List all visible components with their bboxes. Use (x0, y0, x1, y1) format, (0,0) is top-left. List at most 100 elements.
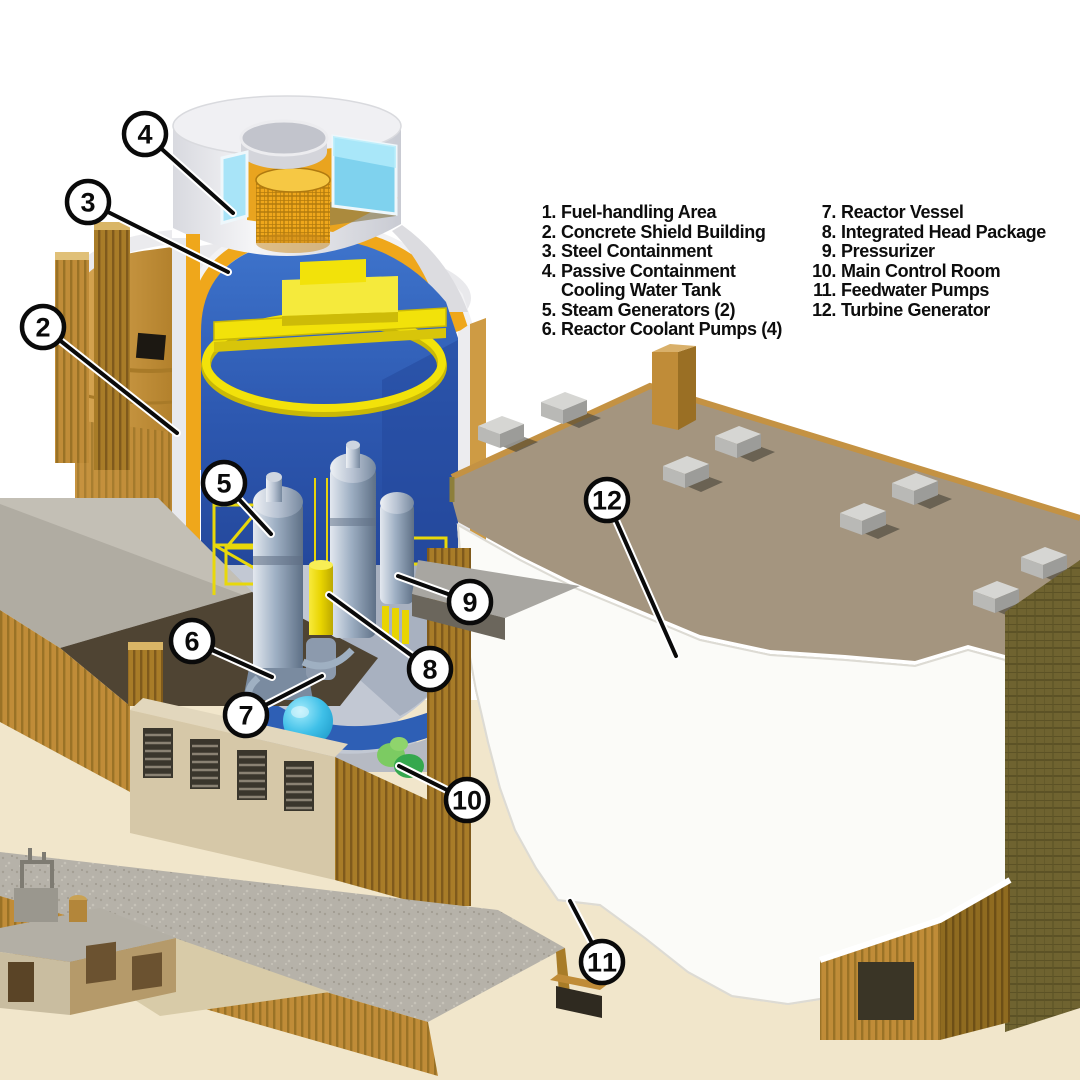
callout-circle (443, 776, 491, 824)
legend-item-number: 7. (821, 202, 837, 222)
door (8, 962, 34, 1002)
leader-line (605, 498, 678, 658)
callout-number: 12 (592, 486, 622, 516)
callout-circle (446, 578, 494, 626)
callout-circle (64, 178, 112, 226)
callout-number: 8 (422, 655, 437, 685)
callout-number: 7 (238, 701, 253, 731)
legend-item-label: Concrete Shield Building (561, 221, 766, 242)
small-service-building (0, 848, 330, 1016)
water-highlight (333, 136, 396, 168)
callout-layer: 2 34 5 6 7 8 9 10 11 12 (19, 110, 680, 986)
legend-item-label: Pressurizer (841, 241, 935, 261)
long-building-roof (0, 852, 565, 1022)
callout-number: 9 (462, 588, 477, 618)
diesel-building-front (130, 710, 335, 880)
legend-item-label: Reactor Coolant Pumps (4) (561, 319, 783, 339)
shield-building-pillars (55, 222, 130, 470)
turbine-building (412, 344, 1080, 1040)
legend-item-number: 10. (812, 260, 836, 281)
reactor-equipment (212, 440, 448, 778)
passive-cooling-water-tank (172, 95, 402, 256)
truck-door (858, 962, 914, 1020)
roof-vent-stack (652, 344, 696, 430)
legend-item-label: Steel Containment (561, 241, 713, 261)
legend-item-label: Integrated Head Package (841, 221, 1046, 242)
integrated-head-package (309, 478, 333, 635)
callout-pressurizer: 9 (394, 572, 494, 626)
legend-item: 12.Turbine Generator (794, 299, 1046, 321)
legend-item: 3.Steel Containment (514, 241, 782, 262)
callout-feedwater-pumps: 11 (566, 897, 626, 986)
callout-concrete-shield-building: 2 (19, 303, 181, 437)
legend-item-label: Passive Containment (561, 260, 736, 281)
wall-opening (135, 332, 166, 361)
callout-circle (578, 938, 626, 986)
legend-item-label: Reactor Vessel (841, 202, 964, 222)
legend-item-number: 8. (821, 221, 837, 242)
callout-reactor-vessel: 7 (222, 672, 326, 739)
legend-item: 9.Pressurizer (794, 241, 1046, 262)
aux-tower (128, 648, 163, 706)
turbine-east-wall (1005, 560, 1080, 1032)
callout-number: 5 (216, 469, 231, 499)
legend-item-number: 2. (541, 221, 557, 242)
callout-integrated-head-package: 8 (325, 591, 454, 693)
legend-item: 8.Integrated Head Package (794, 221, 1047, 243)
aux-roof-edge (0, 498, 252, 596)
callout-circle (168, 617, 216, 665)
tank-center-hole (241, 121, 327, 155)
legend-item-number: 11. (813, 280, 836, 300)
legend-item-number: 5. (541, 299, 557, 320)
callout-steel-containment: 3 (64, 178, 232, 276)
tank-inner-wall (241, 138, 327, 169)
leader-line (41, 325, 179, 435)
legend-item-number: 1. (541, 202, 557, 222)
louver-vents (143, 728, 314, 811)
turbine-roof (452, 386, 1080, 661)
legend-item-number: 9. (821, 241, 837, 261)
aux-wall-left (0, 610, 130, 792)
callout-circle (200, 459, 248, 507)
legend-item-number: 4. (541, 260, 557, 281)
legend-item-label: Steam Generators (2) (561, 299, 736, 320)
aux-tower-cap (128, 642, 163, 650)
legend-item-label: Feedwater Pumps (841, 280, 990, 300)
pressurizer (380, 492, 414, 644)
air-inlet-screen (255, 167, 331, 253)
callout-passive-containment-cooling-water-tank: 4 (121, 110, 237, 217)
callout-number: 6 (184, 627, 199, 657)
callout-main-control-room: 10 (395, 762, 491, 824)
legend-item-number: 12. (812, 299, 836, 320)
legend-item: 11.Feedwater Pumps (794, 280, 1046, 301)
legend-item: 1.Fuel-handling Area (514, 202, 782, 223)
diesel-building (130, 698, 428, 906)
legend-item-number: 3. (541, 241, 557, 261)
legend-item: 7.Reactor Vessel (794, 202, 1046, 223)
legend-item: 6.Reactor Coolant Pumps (4) (514, 319, 783, 340)
callout-number: 3 (80, 188, 95, 218)
rooftop-equipment (14, 848, 87, 922)
callout-circle (222, 691, 270, 739)
turbine-front-wall-side (940, 880, 1010, 1040)
leader-line (86, 200, 230, 274)
callout-number: 2 (35, 313, 50, 343)
legend-item-label: Turbine Generator (841, 299, 990, 320)
legend-item: 5.Steam Generators (2) (514, 299, 782, 321)
callout-number: 11 (587, 948, 617, 978)
polar-crane (201, 259, 447, 417)
callout-circle (406, 645, 454, 693)
torn-edge-bottom (819, 877, 1012, 963)
entrance-canopy (550, 974, 608, 1018)
front-buildings (0, 848, 608, 1076)
legend-item-label: Cooling Water Tank (561, 280, 721, 300)
legend-item-number: 6. (541, 319, 557, 339)
steam-generator-2 (330, 440, 376, 638)
legend-item-label: Fuel-handling Area (561, 202, 717, 222)
legend-item-label: Main Control Room (841, 260, 1001, 281)
sphere-highlight (291, 706, 309, 718)
callout-circle (19, 303, 67, 351)
